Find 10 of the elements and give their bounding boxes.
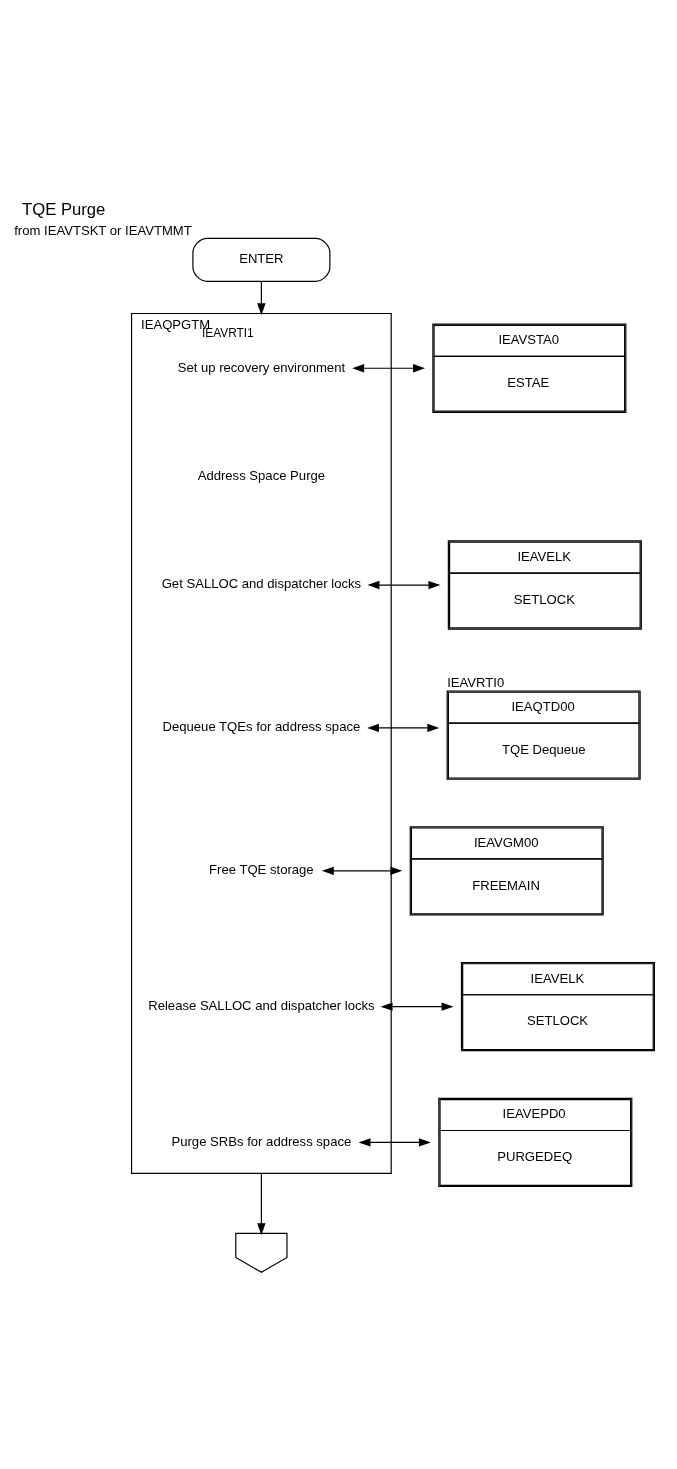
- node-text: Dequeue TQEs for address space: [162, 719, 361, 735]
- diagram-title: TQE Purge: [22, 199, 106, 219]
- node-text: Get SALLOC and dispatcher locks: [161, 576, 362, 592]
- node-label: from IEAVTSKT or IEAVTMMT: [14, 222, 192, 238]
- label: Address Space Purge: [197, 467, 326, 483]
- node-label: IEAVRTI0: [447, 675, 505, 691]
- node-text: Purge SRBs for address space: [171, 1133, 352, 1149]
- node-text: Free TQE storage: [209, 862, 314, 878]
- node-text: Set up recovery environment: [177, 359, 346, 375]
- node-text: Release SALLOC and dispatcher locks: [148, 997, 375, 1013]
